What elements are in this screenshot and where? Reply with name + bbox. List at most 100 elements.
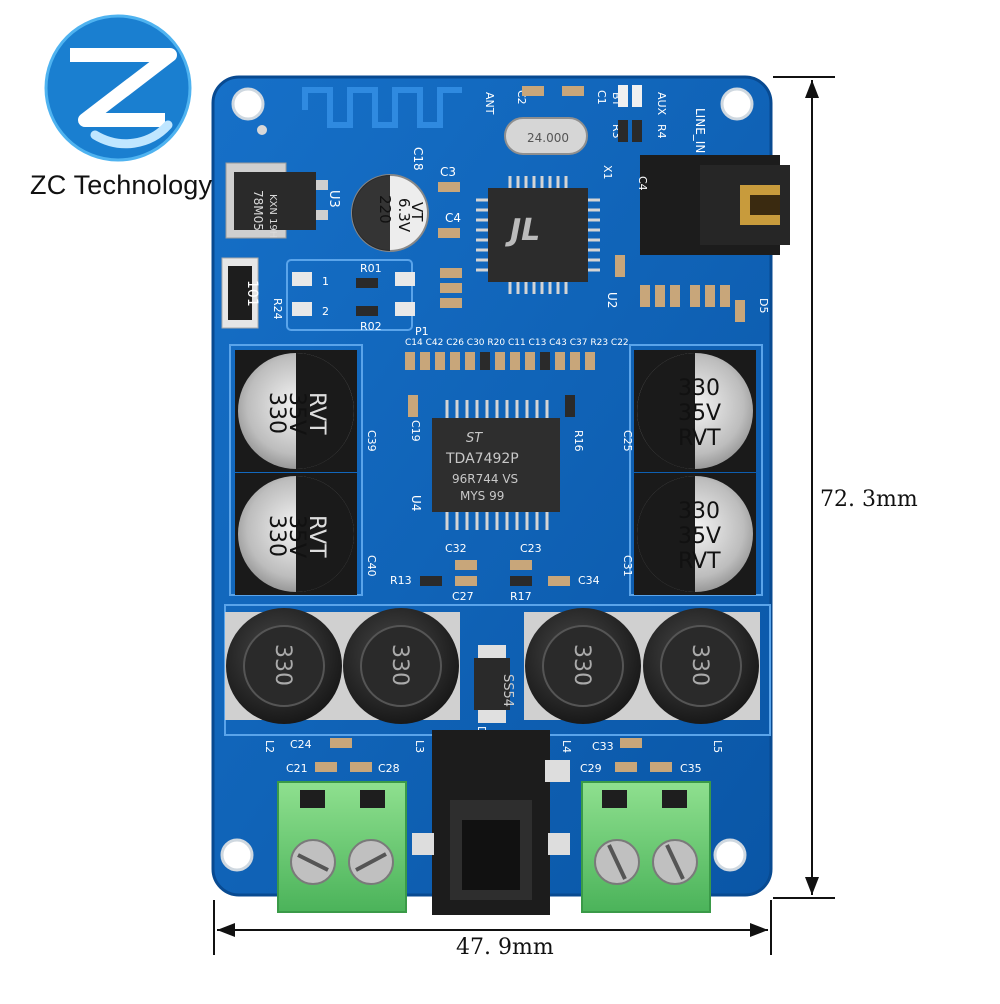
inductor-l5-value: 330 bbox=[687, 644, 712, 686]
capacitor-330uf-c39: 330 35V RVT bbox=[235, 350, 357, 472]
inductor-l4: 330 bbox=[524, 608, 642, 724]
smd-row-mid bbox=[405, 352, 595, 370]
bluetooth-chip: JL bbox=[476, 176, 600, 294]
label-c1: C1 bbox=[595, 90, 608, 105]
label-c21: C21 bbox=[286, 762, 308, 775]
crystal-oscillator: 24.000 bbox=[504, 117, 588, 155]
diode-part: SS54 bbox=[500, 674, 515, 707]
dimension-width-label: 47. 9mm bbox=[456, 935, 554, 960]
diode-ss54: SS54 bbox=[474, 645, 515, 723]
brand-logo-icon bbox=[44, 14, 192, 162]
amp-chip-brand: ST bbox=[466, 431, 483, 446]
label-c3: C3 bbox=[440, 165, 456, 179]
label-r24: R24 bbox=[271, 298, 284, 320]
label-x1: X1 bbox=[601, 165, 614, 180]
label-u3: U3 bbox=[326, 190, 341, 208]
connector-p1 bbox=[292, 272, 415, 316]
label-c33: C33 bbox=[592, 740, 614, 753]
cap-c39-value: 330 bbox=[264, 392, 289, 434]
cap-c40-series: RVT bbox=[304, 515, 329, 558]
cap-c25-value: 330 bbox=[678, 376, 720, 401]
cap-c39-voltage: 35V bbox=[284, 392, 309, 435]
smd-parts-lower bbox=[455, 560, 570, 586]
screw-terminal-left bbox=[277, 781, 407, 913]
inductor-l4-value: 330 bbox=[569, 644, 594, 686]
cap-small-series: VT bbox=[408, 202, 426, 222]
label-c34: C34 bbox=[578, 574, 600, 587]
smd-parts-right bbox=[615, 255, 745, 322]
cap-c40-value: 330 bbox=[264, 515, 289, 557]
label-u4: U4 bbox=[409, 495, 423, 511]
label-c28: C28 bbox=[378, 762, 400, 775]
label-c40: C40 bbox=[365, 555, 378, 577]
label-c23: C23 bbox=[520, 542, 542, 555]
dc-power-jack bbox=[412, 730, 570, 915]
label-c32: C32 bbox=[445, 542, 467, 555]
bt-chip-logo: JL bbox=[505, 213, 540, 248]
amp-chip-part: TDA7492P bbox=[445, 451, 519, 467]
capacitor-330uf-c31: 330 35V RVT bbox=[634, 473, 756, 595]
label-c18: C18 bbox=[411, 147, 425, 171]
label-c27: C27 bbox=[452, 590, 474, 603]
label-l5: L5 bbox=[711, 740, 724, 753]
label-c35: C35 bbox=[680, 762, 702, 775]
capacitor-220uf: 220 6.3V VT bbox=[351, 174, 429, 252]
board-model-label: HW-893 bbox=[771, 769, 796, 849]
inductor-l3-value: 330 bbox=[387, 644, 412, 686]
cap-c31-series: RVT bbox=[678, 549, 721, 574]
dimension-width bbox=[213, 900, 772, 955]
antenna-trace bbox=[302, 87, 462, 128]
label-c24: C24 bbox=[290, 738, 312, 751]
label-r13: R13 bbox=[390, 574, 412, 587]
audio-jack-line-in bbox=[640, 155, 790, 255]
amp-chip-code1: 96R744 VS bbox=[452, 472, 518, 486]
inductor-l2: 330 bbox=[225, 608, 343, 724]
label-c31: C31 bbox=[621, 555, 634, 577]
dimension-height bbox=[773, 76, 835, 899]
label-r17: R17 bbox=[510, 590, 532, 603]
brand-name: ZC Technology bbox=[30, 170, 213, 200]
cap-c25-voltage: 35V bbox=[678, 401, 721, 426]
cap-c31-voltage: 35V bbox=[678, 524, 721, 549]
capacitor-330uf-c25: 330 35V RVT bbox=[634, 350, 756, 472]
regulator-code-label: KXN 19H bbox=[267, 194, 278, 238]
label-c25: C25 bbox=[621, 430, 634, 452]
cap-c25-series: RVT bbox=[678, 426, 721, 451]
label-u2: U2 bbox=[605, 292, 619, 308]
label-ant: ANT bbox=[483, 92, 496, 115]
label-c4: C4 bbox=[445, 211, 461, 225]
cap-c31-value: 330 bbox=[678, 499, 720, 524]
label-l2: L2 bbox=[263, 740, 276, 753]
cap-c39-series: RVT bbox=[304, 392, 329, 435]
label-c4-right: C4 bbox=[636, 176, 649, 191]
cap-c40-voltage: 35V bbox=[284, 515, 309, 558]
screw-terminal-right bbox=[581, 781, 711, 913]
dimension-height-label: 72. 3mm bbox=[820, 487, 918, 512]
capacitor-330uf-c40: 330 35V RVT bbox=[235, 473, 357, 595]
inductor-l3: 330 bbox=[342, 608, 460, 724]
label-line-in: LINE_IN bbox=[693, 108, 707, 153]
smd-caps-cluster bbox=[440, 268, 462, 308]
amplifier-chip-tda7492p: ST TDA7492P 96R744 VS MYS 99 bbox=[432, 400, 560, 530]
smd-parts-bottom bbox=[315, 738, 672, 772]
regulator-part-label: 78M05 bbox=[251, 190, 265, 231]
label-r01: R01 bbox=[360, 262, 382, 275]
cap-small-voltage: 6.3V bbox=[395, 198, 413, 233]
label-r02: R02 bbox=[360, 320, 382, 333]
amp-chip-code2: MYS 99 bbox=[460, 489, 504, 503]
label-c29: C29 bbox=[580, 762, 602, 775]
label-l4: L4 bbox=[560, 740, 573, 753]
label-d5: D5 bbox=[757, 298, 770, 313]
mounting-hole bbox=[220, 87, 754, 872]
label-p1: P1 bbox=[415, 325, 429, 338]
label-pin1: 1 bbox=[322, 275, 329, 288]
label-aux: AUX bbox=[655, 92, 668, 116]
label-r4: R4 bbox=[655, 124, 668, 139]
label-r16: R16 bbox=[572, 430, 585, 452]
label-pin2: 2 bbox=[322, 305, 329, 318]
inductor-l5: 330 bbox=[642, 608, 760, 724]
resistor-101: 101 bbox=[221, 257, 260, 329]
label-l3: L3 bbox=[413, 740, 426, 753]
